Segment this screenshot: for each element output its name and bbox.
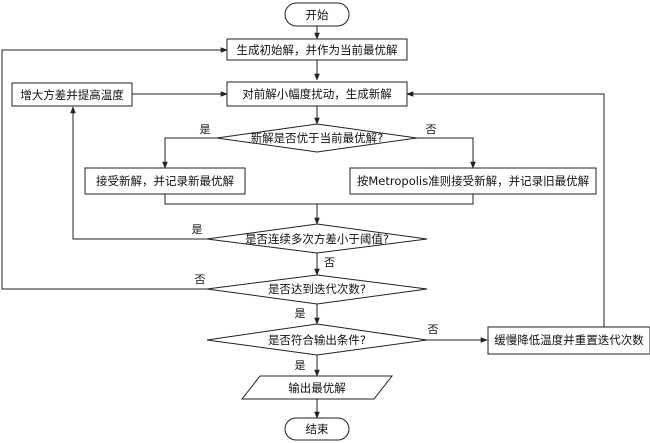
start-node: 开始 — [284, 2, 350, 27]
start-label: 开始 — [306, 8, 329, 22]
iteration-label: 是否达到迭代次数? — [268, 282, 366, 296]
end-node: 结束 — [284, 417, 350, 441]
better-label: 新解是否优于当前最优解? — [251, 131, 384, 145]
increase-variance-label: 增大方差并提高温度 — [20, 88, 124, 102]
variance-yes-label: 是 — [192, 223, 203, 236]
edge-cooling-perturb — [406, 91, 605, 327]
edge-better-accept — [162, 137, 217, 169]
init-node: 生成初始解，并作为当前最优解 — [226, 38, 408, 61]
cooling-label: 缓慢降低温度并重置迭代次数 — [494, 333, 644, 347]
better-decision: 新解是否优于当前最优解? — [216, 123, 418, 153]
perturb-label: 对前解小幅度扰动，生成新解 — [242, 87, 392, 101]
init-label: 生成初始解，并作为当前最优解 — [237, 43, 398, 57]
variance-label: 是否连续多次方差小于阈值? — [245, 232, 389, 246]
accept-node: 接受新解，并记录新最优解 — [84, 167, 246, 195]
perturb-node: 对前解小幅度扰动，生成新解 — [226, 81, 408, 107]
iteration-yes-label: 是 — [295, 307, 306, 320]
metropolis-label: 按Metropolis准则接受新解，并记录旧最优解 — [357, 174, 590, 188]
edge-merge — [164, 194, 474, 205]
iteration-decision: 是否达到迭代次数? — [206, 274, 428, 305]
iteration-no-label: 否 — [195, 273, 206, 286]
end-label: 结束 — [306, 422, 329, 436]
edge-iteration-init — [1, 47, 228, 290]
variance-no-label: 否 — [324, 256, 335, 269]
cooling-node: 缓慢降低温度并重置迭代次数 — [487, 326, 650, 355]
better-yes-label: 是 — [200, 123, 211, 136]
better-no-label: 否 — [426, 123, 437, 136]
output-condition-decision: 是否符合输出条件? — [206, 323, 428, 356]
connectors — [1, 26, 605, 419]
metropolis-node: 按Metropolis准则接受新解，并记录旧最优解 — [349, 167, 597, 195]
increase-variance-node: 增大方差并提高温度 — [11, 82, 133, 107]
variance-decision: 是否连续多次方差小于阈值? — [206, 223, 428, 254]
output-yes-label: 是 — [295, 359, 306, 372]
output-no-label: 否 — [428, 323, 439, 336]
edge-variance-increase — [70, 106, 207, 240]
edge-better-metropolis — [417, 137, 476, 169]
output-label: 输出最优解 — [288, 381, 346, 395]
output-condition-label: 是否符合输出条件? — [268, 333, 366, 347]
accept-label: 接受新解，并记录新最优解 — [96, 174, 234, 188]
output-node: 输出最优解 — [240, 375, 394, 400]
